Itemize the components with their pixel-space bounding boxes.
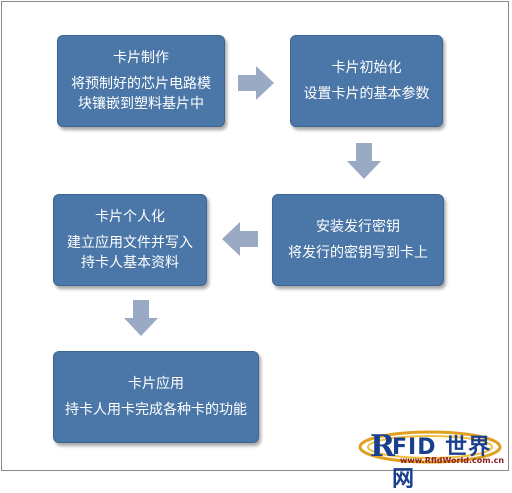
diagram-frame — [1, 1, 509, 471]
arrow-left-icon — [222, 222, 258, 256]
step-desc: 设置卡片的基本参数 — [303, 86, 430, 102]
step-title: 卡片应用 — [128, 376, 184, 392]
step-install-key: 安装发行密钥 将发行的密钥写到卡上 — [272, 194, 444, 286]
logo-url: www.RfidWorld.com.cn — [400, 456, 505, 465]
step-card-use: 卡片应用 持卡人用卡完成各种卡的功能 — [53, 351, 259, 443]
arrow-down-icon — [347, 143, 381, 179]
step-card-manufacture: 卡片制作 将预制好的芯片电路模块镶嵌到塑料基片中 — [57, 35, 225, 127]
step-desc: 建立应用文件并写入持卡人基本资料 — [67, 235, 193, 271]
step-desc: 将发行的密钥写到卡上 — [288, 245, 428, 261]
step-desc: 将预制好的芯片电路模块镶嵌到塑料基片中 — [71, 76, 211, 112]
logo-swoosh-icon: R — [358, 429, 502, 464]
step-title: 卡片初始化 — [331, 60, 402, 76]
step-card-init: 卡片初始化 设置卡片的基本参数 — [290, 35, 443, 127]
step-personalize: 卡片个人化 建立应用文件并写入持卡人基本资料 — [53, 194, 207, 286]
arrow-down-icon — [124, 300, 158, 336]
step-desc: 持卡人用卡完成各种卡的功能 — [65, 402, 247, 418]
step-title: 卡片个人化 — [95, 209, 165, 225]
arrow-right-icon — [238, 66, 274, 100]
step-title: 卡片制作 — [113, 50, 169, 66]
svg-text:R: R — [370, 429, 396, 464]
step-title: 安装发行密钥 — [316, 219, 400, 235]
rfid-world-logo: R FID 世界网 www.RfidWorld.com.cn — [356, 423, 505, 492]
